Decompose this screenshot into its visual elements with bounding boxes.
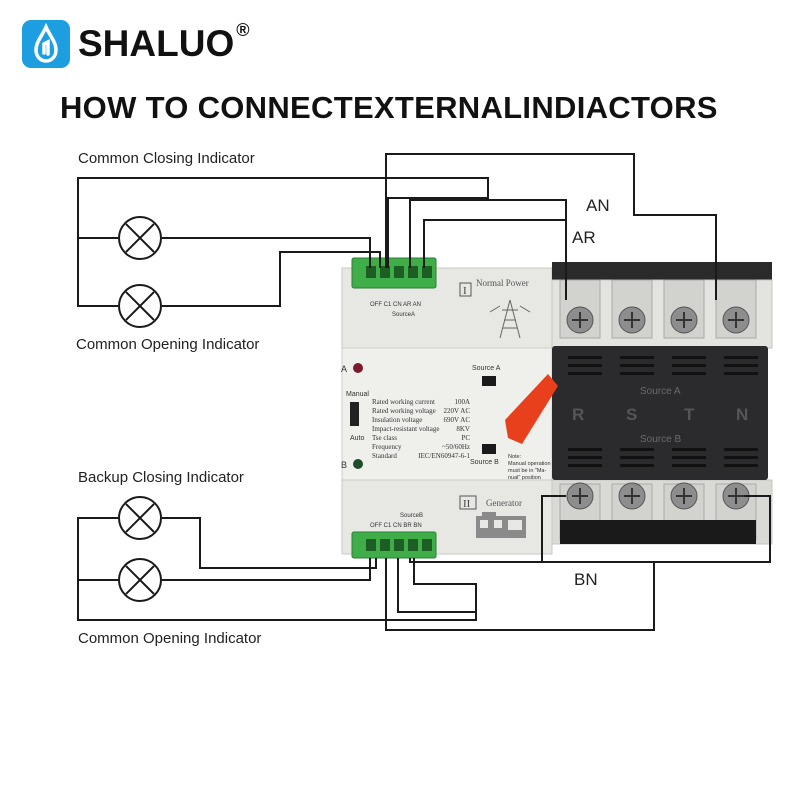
generator-icon <box>476 512 526 538</box>
brand-name: SHALUO <box>78 23 235 64</box>
terminal-labels-b: OFF C1 CN BR BN <box>370 523 422 529</box>
spec-name: Rated working voltage <box>372 407 436 415</box>
source-a-window <box>482 376 496 386</box>
normal-power-label: Normal Power <box>476 278 529 288</box>
spec-value: 8KV <box>456 425 470 433</box>
device-body: Source A Source B R S T N <box>341 257 773 559</box>
block-source-b: Source B <box>640 434 681 445</box>
note-line: Note: <box>508 454 522 460</box>
manual-auto-switch[interactable] <box>350 402 359 426</box>
label-ar: AR <box>572 228 596 247</box>
numeral-box-1 <box>459 282 472 297</box>
numeral-2: II <box>463 498 471 510</box>
spec-name: Standard <box>372 452 397 460</box>
generator-label: Generator <box>486 498 522 508</box>
label-common-opening-indicator-bottom: Common Opening Indicator <box>78 630 262 647</box>
lamp-common-closing <box>118 216 162 260</box>
spec-value: ~50/60Hz <box>442 443 470 451</box>
spec-value: 220V AC <box>443 407 470 415</box>
vent-slots <box>568 356 758 467</box>
label-an: AN <box>586 196 610 215</box>
brand-logo: SHALUO ® <box>22 20 250 68</box>
led-a <box>353 363 363 373</box>
lamp-common-opening-bottom <box>118 558 162 602</box>
terminal-strip-b <box>351 531 437 559</box>
lamp-common-opening-top <box>118 284 162 328</box>
auto-label: Auto <box>350 435 365 442</box>
terminal-labels-a: OFF C1 CN AR AN <box>370 302 421 308</box>
source-b-window <box>482 444 496 454</box>
registered-mark: ® <box>236 19 250 40</box>
lamp-backup-closing <box>118 496 162 540</box>
bottom-screw-terminals <box>559 482 757 544</box>
block-source-a: Source A <box>640 386 681 397</box>
phase-label-r: R <box>572 405 584 424</box>
water-drop-icon <box>22 20 70 68</box>
spec-name: Rated working current <box>372 398 435 406</box>
spec-value: PC <box>461 434 470 442</box>
label-common-closing-indicator: Common Closing Indicator <box>78 150 255 167</box>
spec-name: Impact-resistant voltage <box>372 425 439 433</box>
note-line: must be in "Ma- <box>508 468 546 474</box>
numeral-box-2 <box>459 495 477 510</box>
wiring <box>77 153 771 631</box>
source-a-window-label: Source A <box>472 365 501 372</box>
source-b-window-label: Source B <box>470 459 499 466</box>
phase-label-t: T <box>684 405 695 424</box>
spec-name: Tse class <box>372 434 397 442</box>
spec-name: Insulation voltage <box>372 416 422 424</box>
terminal-source-a: SourceA <box>392 312 415 318</box>
terminal-strip-a <box>351 257 437 289</box>
label-common-opening-indicator-top: Common Opening Indicator <box>76 336 260 353</box>
label-backup-closing-indicator: Backup Closing Indicator <box>78 469 244 486</box>
spec-name: Frequency <box>372 443 402 451</box>
manual-label: Manual <box>346 391 369 398</box>
numeral-1: I <box>463 285 467 297</box>
page-title: HOW TO CONNECTEXTERNALINDIACTORS <box>60 90 718 125</box>
phase-label-n: N <box>736 405 748 424</box>
pylon-icon <box>489 299 531 339</box>
led-a-label: A <box>341 364 347 374</box>
label-bn: BN <box>574 570 598 589</box>
note-line: Manual operation <box>508 461 551 467</box>
spec-value: 690V AC <box>443 416 470 424</box>
top-screw-terminals <box>559 279 757 339</box>
led-b-label: B <box>341 460 347 470</box>
phase-block <box>552 346 768 480</box>
phase-label-s: S <box>626 405 637 424</box>
spec-value: IEC/EN60947-6-1 <box>418 452 470 460</box>
led-b <box>353 459 363 469</box>
spec-value: 100A <box>454 398 470 406</box>
note-line: nual" position <box>508 475 541 481</box>
terminal-source-b: SourceB <box>400 513 423 519</box>
transfer-handle[interactable] <box>505 374 558 444</box>
